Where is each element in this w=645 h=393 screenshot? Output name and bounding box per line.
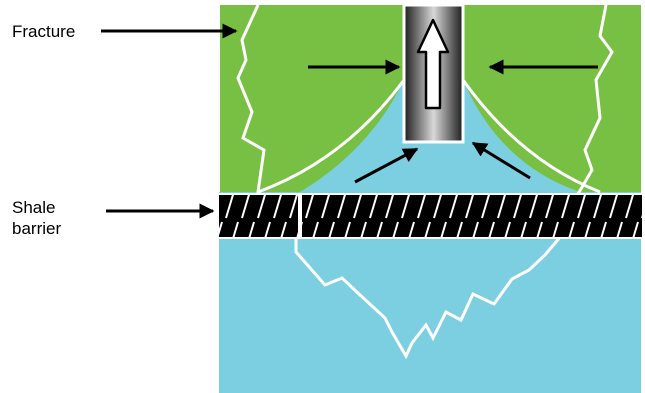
cone-boundary <box>257 79 601 194</box>
cone-arrow-left <box>354 147 419 184</box>
shale-barrier-label-line1: Shale <box>12 198 56 217</box>
production-arrow-icon <box>416 18 450 110</box>
shale-barrier <box>217 193 644 239</box>
shale-barrier-label: Shale barrier <box>12 197 61 239</box>
cone-arrow-right <box>471 141 531 180</box>
shale-barrier-label-line2: barrier <box>12 219 62 238</box>
fracture-label: Fracture <box>12 22 76 41</box>
fracture-line <box>236 4 614 360</box>
